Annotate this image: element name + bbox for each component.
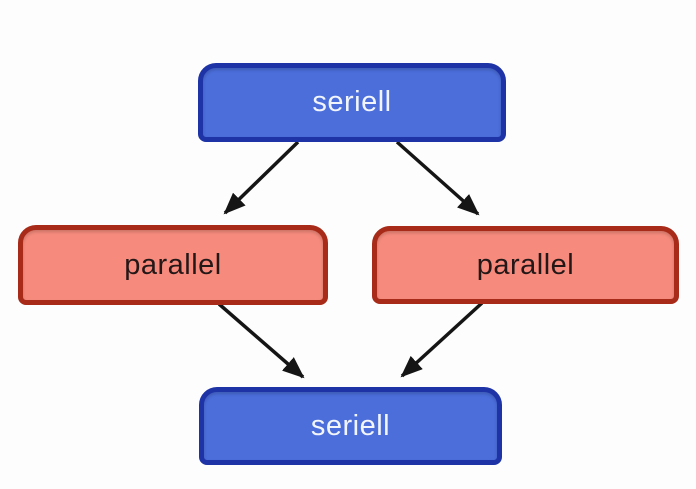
node-parallel-left: parallel (18, 225, 328, 305)
arrow-top-to-left-parallel (223, 140, 300, 215)
node-label: seriell (310, 409, 391, 442)
arrow-left-parallel-to-bottom (217, 302, 305, 379)
node-seriell-top: seriell (198, 63, 506, 142)
node-label: parallel (124, 248, 222, 281)
node-label: seriell (312, 86, 392, 118)
arrow-top-to-right-parallel (395, 140, 480, 216)
node-label: parallel (476, 248, 575, 281)
node-parallel-right: parallel (372, 226, 679, 304)
node-seriell-bottom: seriell (199, 387, 502, 465)
arrow-right-parallel-to-bottom (400, 301, 484, 378)
